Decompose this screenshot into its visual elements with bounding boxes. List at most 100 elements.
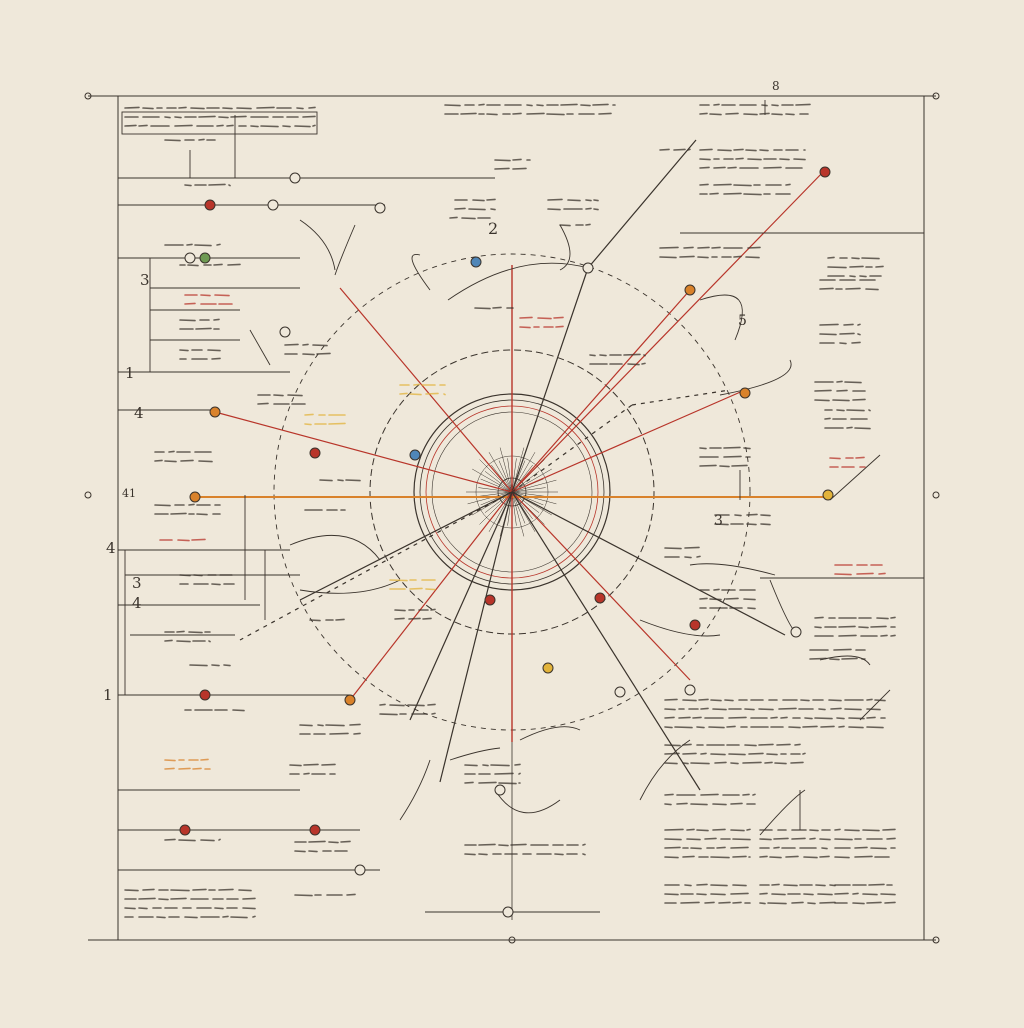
scribble-word <box>730 829 745 832</box>
scribble-word <box>460 112 477 115</box>
scribble-word <box>725 597 739 600</box>
scribble-word <box>218 888 234 891</box>
scribble-word <box>282 125 291 128</box>
scribble-word <box>627 363 640 366</box>
scribble-word <box>589 354 596 357</box>
scribble-word <box>684 884 692 887</box>
scribble-word <box>492 306 502 309</box>
scribble-word <box>329 732 349 735</box>
node-marker <box>204 199 216 211</box>
scribble-word <box>494 167 510 170</box>
node-marker <box>189 491 201 503</box>
scribble-word <box>733 148 744 151</box>
scribble-word <box>198 115 216 118</box>
scribble-word <box>710 753 726 756</box>
scribble-word <box>687 148 691 151</box>
scribble-word <box>454 207 466 210</box>
node-marker <box>594 592 606 604</box>
scribble-word <box>814 717 833 720</box>
scribble-word <box>325 724 345 727</box>
scribble-word <box>214 907 224 910</box>
scribble-word <box>773 846 780 849</box>
scribble-word <box>308 106 316 109</box>
scribble-word <box>273 394 284 397</box>
scribble-word <box>764 761 773 764</box>
scribble-word <box>759 892 768 895</box>
scribble-word <box>875 265 884 268</box>
scribble-word <box>207 349 221 352</box>
scribble-word <box>699 597 708 600</box>
scribble-word <box>195 327 212 330</box>
scribble-word <box>690 762 710 765</box>
scribble-word <box>154 504 171 507</box>
scribble-word <box>802 725 818 728</box>
scribble-word <box>170 897 187 900</box>
scribble-word <box>213 263 223 266</box>
scribble-word <box>843 323 854 326</box>
scribble-word <box>745 256 760 259</box>
scribble-word <box>770 716 778 719</box>
scribble-word <box>731 464 748 467</box>
scribble-word <box>180 459 194 462</box>
node-marker <box>494 784 506 796</box>
scribble-word <box>222 107 233 110</box>
scribble-word <box>696 883 708 886</box>
scribble-word <box>699 447 707 450</box>
scribble-word <box>498 844 509 847</box>
main-axes <box>195 265 830 920</box>
scribble-word <box>779 158 790 161</box>
scribble-word <box>518 772 521 775</box>
scribble-word <box>178 839 196 842</box>
scribble-word <box>734 514 742 517</box>
scribble-word <box>771 104 779 107</box>
scribble-word <box>242 897 256 900</box>
node-marker <box>289 172 301 184</box>
scribble-word <box>472 199 485 202</box>
node-marker <box>344 694 356 706</box>
scribble-word <box>844 708 862 711</box>
scribble-word <box>807 902 816 905</box>
scribble-word <box>713 103 720 106</box>
scribble-word <box>839 332 855 335</box>
scribble-word <box>834 856 850 859</box>
scribble-word <box>862 893 878 896</box>
scribble-word <box>763 166 782 169</box>
scribble-word <box>512 112 522 115</box>
scribble-word <box>211 664 220 667</box>
scribble-word <box>592 103 609 106</box>
scribble-word <box>389 579 408 582</box>
node-marker <box>470 256 482 268</box>
scribble-word <box>880 634 888 637</box>
scribble-word <box>848 726 864 729</box>
scribble-word <box>164 767 175 770</box>
scribble-word <box>788 726 801 729</box>
scribble-word <box>664 828 684 831</box>
scribble-word <box>399 392 408 395</box>
scribble-word <box>164 116 171 119</box>
scribble-word <box>846 426 853 429</box>
scribble-word <box>766 753 778 756</box>
scribble-word <box>759 112 770 115</box>
scribble-word <box>257 402 269 405</box>
scribble-word <box>866 698 873 701</box>
scribble-word <box>478 103 485 106</box>
scribble-word <box>554 853 564 856</box>
node-marker <box>209 406 221 418</box>
scribble-word <box>829 884 836 887</box>
scribble-word <box>862 829 880 832</box>
scribble-word <box>880 893 896 896</box>
scribble-word <box>394 617 405 620</box>
scribble-word <box>819 901 836 904</box>
scribble-word <box>124 907 136 910</box>
scribble-word <box>379 713 398 716</box>
scribble-word <box>699 183 709 186</box>
scribble-word <box>427 703 436 706</box>
scribble-word <box>697 256 709 259</box>
scribble-word <box>838 625 856 628</box>
scribble-word <box>759 902 766 905</box>
scribble-word <box>490 208 496 211</box>
scribble-word <box>309 619 321 622</box>
scribble-word <box>555 325 564 328</box>
scribble-word <box>708 726 725 729</box>
scribble-word <box>714 761 727 764</box>
